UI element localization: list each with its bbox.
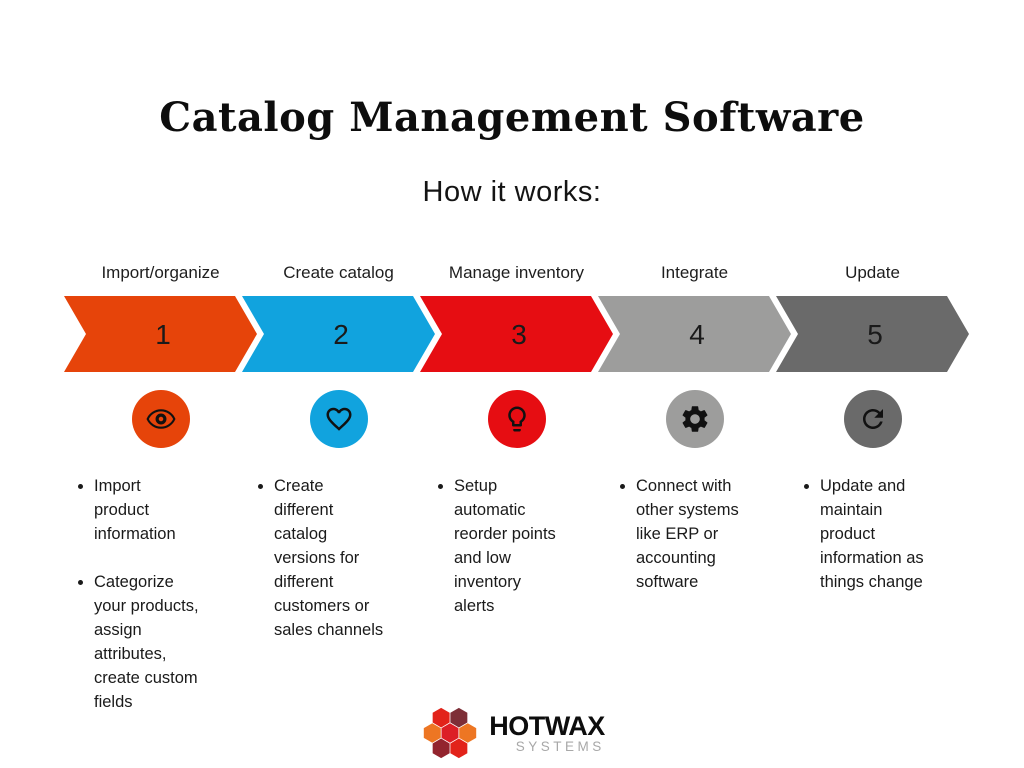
step-bullets-create-catalog: Create different catalog versions for di…	[250, 474, 436, 642]
logo-hex-mid-left	[424, 723, 442, 743]
step-number-5: 5	[867, 319, 883, 350]
step-label-integrate: Integrate	[660, 263, 729, 282]
process-arrow-band: 1 2 3 4 5	[64, 296, 969, 372]
heart-icon	[309, 390, 368, 448]
logo-name: HOTWAX	[489, 711, 605, 741]
page-subtitle: How it works:	[422, 176, 602, 208]
step-icon-wrap-5	[776, 390, 969, 448]
bullet-item: Categorize your products, assign attribu…	[94, 570, 256, 714]
step-bullets-import-organize: Import product information Categorize yo…	[70, 474, 256, 714]
step-number-2: 2	[333, 319, 349, 350]
bullet-item: Import product information	[94, 474, 256, 546]
bullet-item: Update and maintain product information …	[820, 474, 982, 594]
step-bullets-integrate: Connect with other systems like ERP or a…	[612, 474, 798, 594]
step-number-3: 3	[511, 319, 527, 350]
logo-tagline: SYSTEMS	[515, 739, 605, 754]
logo-hex-bottom-left	[432, 738, 450, 759]
step-bullets-manage-inventory: Setup automatic reorder points and low i…	[430, 474, 616, 618]
page-title: Catalog Management Software	[159, 94, 865, 141]
refresh-icon	[843, 390, 902, 448]
step-icon-wrap-1	[64, 390, 257, 448]
bullet-item: Create different catalog versions for di…	[274, 474, 436, 642]
bullet-item: Setup automatic reorder points and low i…	[454, 474, 616, 618]
hotwax-hexagon-mark	[424, 707, 477, 759]
logo-hex-center	[441, 723, 459, 743]
step-label-manage-inventory: Manage inventory	[448, 263, 585, 282]
step-number-1: 1	[155, 319, 171, 350]
step-arrow-4	[598, 296, 791, 372]
hotwax-logo: HOTWAX SYSTEMS	[0, 702, 1024, 764]
step-label-create-catalog: Create catalog	[283, 263, 394, 282]
logo-hex-mid-right	[459, 723, 477, 743]
step-icon-wrap-4	[598, 390, 791, 448]
eye-icon	[131, 390, 190, 448]
gear-icon	[665, 390, 724, 448]
logo-hex-top-left	[432, 707, 450, 728]
logo-text-block: HOTWAX SYSTEMS	[489, 711, 605, 755]
lightbulb-icon	[487, 390, 546, 448]
step-bullets-update: Update and maintain product information …	[796, 474, 982, 594]
step-label-import-organize: Import/organize	[101, 263, 220, 282]
step-number-4: 4	[689, 319, 705, 350]
step-arrow-1	[64, 296, 257, 372]
step-icon-wrap-3	[420, 390, 613, 448]
bullet-item: Connect with other systems like ERP or a…	[636, 474, 798, 594]
step-arrow-2	[242, 296, 435, 372]
step-label-update: Update	[845, 263, 900, 282]
step-arrow-5	[776, 296, 969, 372]
step-icon-wrap-2	[242, 390, 435, 448]
logo-hex-top-right	[450, 707, 468, 728]
logo-hex-bottom-right	[450, 738, 468, 759]
step-arrow-3	[420, 296, 613, 372]
